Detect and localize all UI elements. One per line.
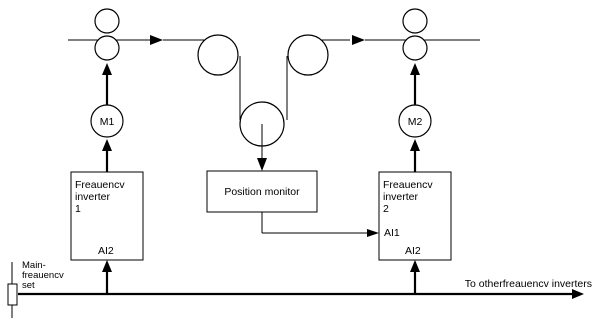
motor-m1-label: M1 [100,116,115,128]
bus-to-inv1-arrow [102,260,112,272]
frequency-bus-arrow [572,289,584,299]
motor-m2-label: M2 [408,116,423,128]
main-frequency-potentiometer [7,283,18,306]
frequency-inverter-1 [70,171,144,261]
inverter2-line1: Freauencv [383,179,433,191]
m2-drive-arrow [410,63,420,75]
guide-roll-left [197,34,239,76]
web-arrow-2 [352,35,365,45]
monitor-signal-arrow [367,229,379,237]
inverter2-line3: 2 [383,203,389,215]
web-arrow-1 [150,35,163,45]
main-freq-line3: set [22,280,35,291]
frequency-inverter-2 [378,171,452,261]
position-monitor-label: Position monitor [224,186,300,198]
inverter1-line2: inverter [75,191,111,203]
nip-roll-right-bottom [402,35,428,61]
dancer-arrow [257,158,267,171]
inverter2-line2: inverter [383,191,419,203]
nip-roll-right-top [402,8,428,34]
position-monitor-box [206,170,318,213]
inverter1-line1: Freauencv [75,179,125,191]
inverter1-line3: 1 [75,203,81,215]
inverter2-ai2: AI2 [405,245,421,257]
inverter1-ai2: AI2 [98,245,114,257]
guide-roll-right [287,34,329,76]
nip-roll-left-bottom [94,35,120,61]
main-freq-line1: Main- [22,260,46,271]
inv1-to-m1-arrow [102,139,112,151]
bus-label: To otherfreauencv inverters [465,278,592,290]
nip-roll-left-top [94,8,120,34]
main-freq-line2: freauencv [22,270,64,281]
inverter2-ai1: AI1 [384,227,400,239]
m1-drive-arrow [102,63,112,75]
inv2-to-m2-arrow [410,139,420,151]
bus-to-inv2-arrow [410,260,420,272]
